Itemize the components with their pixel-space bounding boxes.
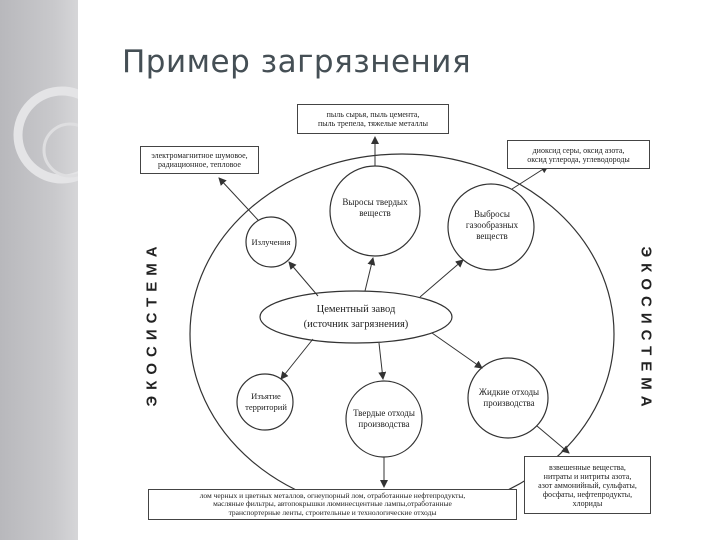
- arrow-center-radiation: [288, 261, 319, 297]
- node-land-take-circle: [236, 373, 294, 431]
- box-solid: лом черных и цветных металлов, огнеупорн…: [148, 489, 517, 520]
- arrow-liquid-waste-box: [536, 425, 570, 454]
- ecosystem-label-right: ЭКОСИСТЕМА: [637, 246, 655, 413]
- node-radiation-circle: [245, 216, 297, 268]
- box-liquid: взвешенные вещества, нитраты и нитриты а…: [524, 456, 651, 514]
- ecosystem-label-left: ЭКОСИСТЕМА: [143, 240, 161, 407]
- arrow-center-land-take: [280, 338, 314, 380]
- node-solid-waste-label: Твердые отходы производства: [353, 408, 415, 429]
- node-gas-emissions-label: Выбросы газообразных веществ: [465, 208, 519, 241]
- arrow-center-gas-emissions: [419, 259, 464, 298]
- center-label: Цементный завод (источник загрязнения): [303, 304, 409, 330]
- node-liquid-waste-circle: [467, 357, 549, 439]
- box-gases: диоксид серы, оксид азота, оксид углерод…: [507, 140, 650, 169]
- node-liquid-waste-label: Жидкие отходы производства: [478, 387, 540, 408]
- arrow-radiation-box: [218, 177, 259, 221]
- node-solid-emissions-label: Выросы твердых веществ: [342, 197, 408, 218]
- center-ellipse: [259, 290, 453, 344]
- node-land-take-label: Изъятие территорий: [245, 391, 287, 412]
- arrow-gas-emissions-box: [511, 165, 549, 190]
- node-gas-emissions-circle: [447, 183, 535, 271]
- slide-sidebar-decoration: [0, 0, 111, 540]
- slide-title: Пример загрязнения: [122, 44, 472, 80]
- box-radiation-types: электромагнитное шумовое, радиационное, …: [140, 146, 259, 174]
- box-dust: пыль сырья, пыль цемента, пыль трепела, …: [297, 104, 449, 134]
- node-radiation-label: Излучения: [251, 236, 291, 247]
- arrow-center-solid-emissions: [364, 257, 376, 292]
- arrow-center-solid-waste: [378, 342, 387, 380]
- arrow-center-liquid-waste: [431, 332, 483, 369]
